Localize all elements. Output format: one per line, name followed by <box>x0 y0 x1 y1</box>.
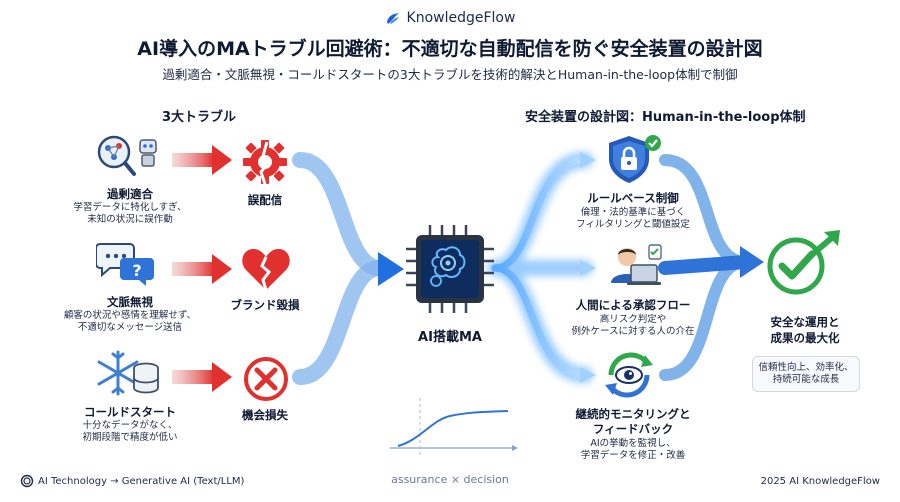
page-title: AI導入のMAトラブル回避術：不適切な自動配信を防ぐ安全装置の設計図 <box>137 38 763 60</box>
person-laptop-icon <box>611 244 662 285</box>
ai-chip-icon <box>406 225 494 313</box>
cross-circle-icon <box>244 357 288 401</box>
broken-heart-icon <box>242 248 290 291</box>
eye-cycle-icon <box>605 352 653 398</box>
page-subtitle: 過剰適合・文脈無視・コールドスタートの3大トラブルを技術的解決とHuman-in… <box>162 67 738 82</box>
outcome-title-2: 成果の最大化 <box>770 331 840 345</box>
brand-name: KnowledgeFlow <box>406 10 516 26</box>
trouble-result-1: 誤配信 <box>247 193 283 207</box>
footer-right: 2025 AI KnowledgeFlow <box>760 476 880 487</box>
safeguard-title-2: 人間による承認フロー <box>575 298 691 312</box>
trouble-cause-2: 文脈無視 <box>107 295 153 309</box>
trouble-result-3: 機会損失 <box>242 408 288 422</box>
outcome-title: 安全な運用と <box>770 315 840 329</box>
trouble-cause-3: コールドスタート <box>84 405 176 419</box>
risk-label: リスク <box>322 262 357 276</box>
trouble-desc-3: 十分なデータがなく、初期段階で精度が低い <box>82 420 178 443</box>
data-analysis-robot-icon <box>97 135 157 176</box>
trouble-desc-1: 学習データに特化しすぎ、未知の状況に誤作動 <box>73 202 187 225</box>
knowledgeflow-logo-icon <box>386 13 399 24</box>
converging-flow <box>290 152 404 385</box>
safeguard-title-1: ルールベース制御 <box>587 191 679 205</box>
safeguard-desc-3: AIの挙動を監視し、学習データを修正・改善 <box>580 438 686 461</box>
shield-lock-icon <box>609 135 661 183</box>
safeguard-desc-1: 倫理・法的基準に基づくフィルタリングと閾値設定 <box>576 207 690 230</box>
brand: KnowledgeFlow <box>0 10 900 26</box>
diverging-flow <box>487 152 596 383</box>
troubles-heading: 3大トラブル <box>162 110 237 125</box>
trouble-cause-1: 過剰適合 <box>107 187 153 201</box>
footer-left: AI Technology → Generative AI (Text/LLM) <box>38 476 245 487</box>
outcome-flow <box>658 154 764 381</box>
safeguard-title-3b: フィードバック <box>592 422 674 436</box>
success-check-icon <box>767 230 840 295</box>
center-label: AI搭載MA <box>418 330 482 345</box>
snowflake-database-icon <box>97 350 159 396</box>
safeguard-title-3: 継続的モニタリングと <box>575 407 691 421</box>
trouble-arrow-1 <box>172 145 232 175</box>
outcome-desc: 信頼性向上、効率化、持続可能な成長 <box>752 356 860 392</box>
trouble-arrow-3 <box>172 362 232 392</box>
safeguards-heading: 安全装置の設計図：Human-in-the-loop体制 <box>525 110 806 125</box>
safeguard-desc-2: 高リスク判定や例外ケースに対する人の介在 <box>571 314 695 337</box>
trouble-result-2: ブランド毀損 <box>230 298 300 312</box>
trouble-arrow-2 <box>172 254 232 284</box>
assurance-decision-graph <box>390 398 518 456</box>
svg-text:?: ? <box>132 261 141 280</box>
trouble-desc-2: 顧客の状況や感情を理解せず、不適切なメッセージ送信 <box>63 310 197 333</box>
ai-technology-icon <box>20 474 34 488</box>
graph-caption: assurance × decision <box>391 473 509 486</box>
broken-gear-icon <box>243 140 287 185</box>
chat-question-icon: ? <box>96 243 154 286</box>
